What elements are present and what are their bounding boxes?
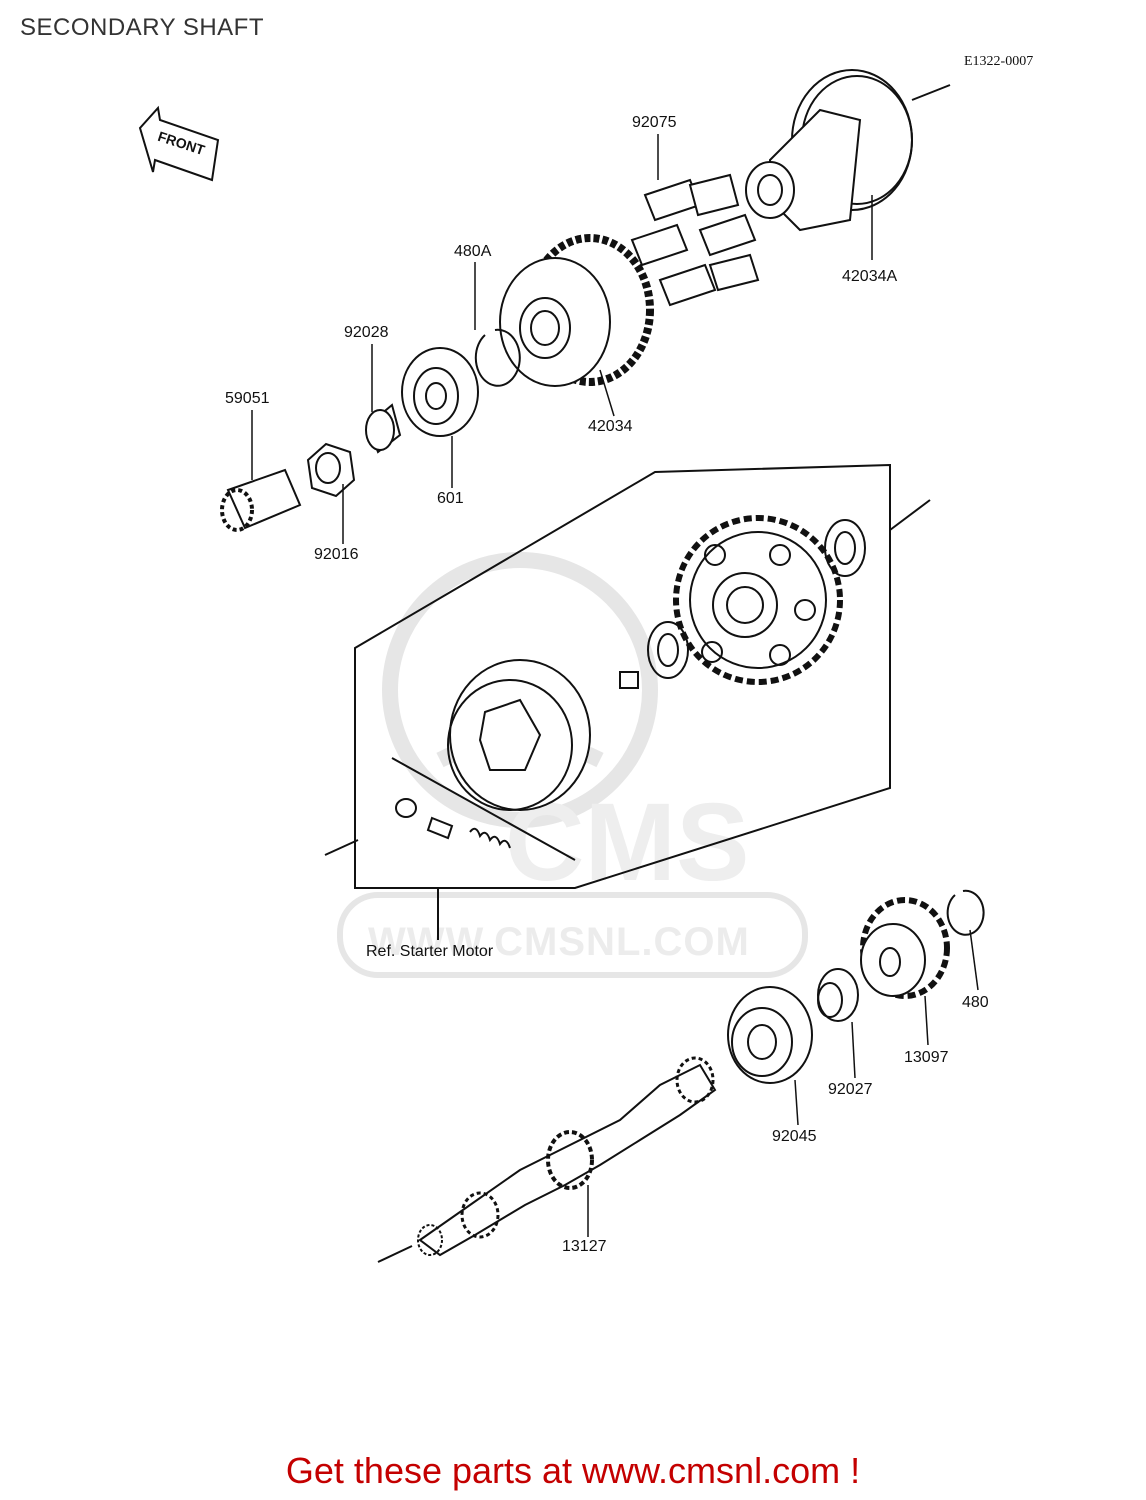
part-480A — [474, 328, 521, 387]
label-part-59051[interactable]: 59051 — [225, 390, 270, 407]
label-part-92028[interactable]: 92028 — [344, 324, 389, 341]
page-title: SECONDARY SHAFT — [20, 14, 264, 41]
part-92028 — [365, 403, 402, 454]
label-part-42034[interactable]: 42034 — [588, 418, 633, 435]
part-92016 — [306, 442, 356, 498]
label-part-601[interactable]: 601 — [437, 490, 464, 507]
label-part-92045[interactable]: 92045 — [772, 1128, 817, 1145]
part-42034 — [499, 234, 654, 387]
part-59051 — [220, 468, 302, 532]
part-92075 — [630, 173, 760, 307]
label-part-92027[interactable]: 92027 — [828, 1081, 873, 1098]
leader-lines — [251, 134, 979, 1237]
ref-starter-motor-note: Ref. Starter Motor — [366, 943, 494, 960]
label-part-13097[interactable]: 13097 — [904, 1049, 949, 1066]
label-part-92075[interactable]: 92075 — [632, 114, 677, 131]
part-13097 — [860, 897, 950, 999]
part-13127 — [377, 1056, 717, 1263]
watermark-url: WWW.CMSNL.COM — [368, 920, 750, 964]
part-42034A — [745, 69, 951, 232]
label-part-92016[interactable]: 92016 — [314, 546, 359, 563]
call-to-action-link[interactable]: Get these parts at www.cmsnl.com ! — [285, 1450, 861, 1491]
front-arrow-icon — [138, 105, 220, 182]
diagram-code: E1322-0007 — [964, 54, 1034, 69]
label-part-13127[interactable]: 13127 — [562, 1238, 607, 1255]
label-part-42034A[interactable]: 42034A — [842, 268, 898, 285]
label-part-480A[interactable]: 480A — [454, 243, 492, 260]
part-601 — [401, 347, 479, 437]
part-92027 — [817, 968, 859, 1022]
part-480 — [946, 889, 985, 936]
starter-clutch-box — [324, 463, 931, 940]
part-92045 — [727, 986, 813, 1084]
label-part-480[interactable]: 480 — [962, 994, 989, 1011]
